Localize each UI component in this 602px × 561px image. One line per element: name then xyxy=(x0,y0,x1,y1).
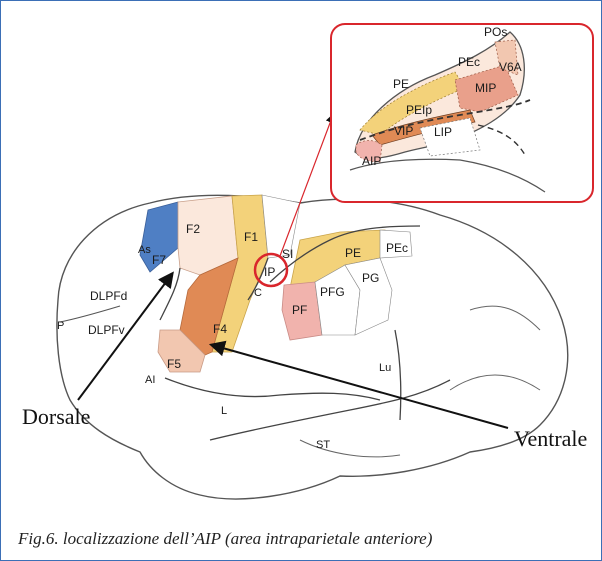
label-dorsale: Dorsale xyxy=(22,404,90,429)
label-f4: F4 xyxy=(213,322,227,336)
label-ai: AI xyxy=(145,374,155,386)
figure-caption: Fig.6. localizzazione dell’AIP (area int… xyxy=(18,529,432,549)
label-f2: F2 xyxy=(186,222,200,236)
label-l: L xyxy=(221,405,227,417)
label-st: ST xyxy=(316,439,330,451)
label-lu: Lu xyxy=(379,362,391,374)
label-si: SI xyxy=(282,247,293,261)
label-c: C xyxy=(254,287,262,299)
inset-label-pe: PE xyxy=(393,77,409,91)
label-dlpfv: DLPFv xyxy=(88,323,125,337)
label-ventrale: Ventrale xyxy=(514,426,587,451)
inset-label-vip: VIP xyxy=(394,124,413,138)
label-dlpfd: DLPFd xyxy=(90,289,127,303)
label-p: P xyxy=(57,320,64,332)
inset-label-pec: PEc xyxy=(458,55,480,69)
label-f5: F5 xyxy=(167,357,181,371)
label-f1: F1 xyxy=(244,230,258,244)
inset-label-aip: AIP xyxy=(362,154,381,168)
label-pfg: PFG xyxy=(320,285,345,299)
label-pf: PF xyxy=(292,303,307,317)
label-f7: F7 xyxy=(152,253,166,267)
label-pec: PEc xyxy=(386,241,408,255)
label-pe: PE xyxy=(345,246,361,260)
inset-label-lip: LIP xyxy=(434,125,452,139)
inset-label-peip: PEIp xyxy=(406,103,432,117)
label-pg: PG xyxy=(362,271,379,285)
label-as: As xyxy=(138,244,151,256)
inset-label-v6a: V6A xyxy=(499,60,522,74)
inset-label-mip: MIP xyxy=(475,81,496,95)
inset-label-pos: POs xyxy=(484,25,507,39)
label-ip: IP xyxy=(264,265,275,279)
